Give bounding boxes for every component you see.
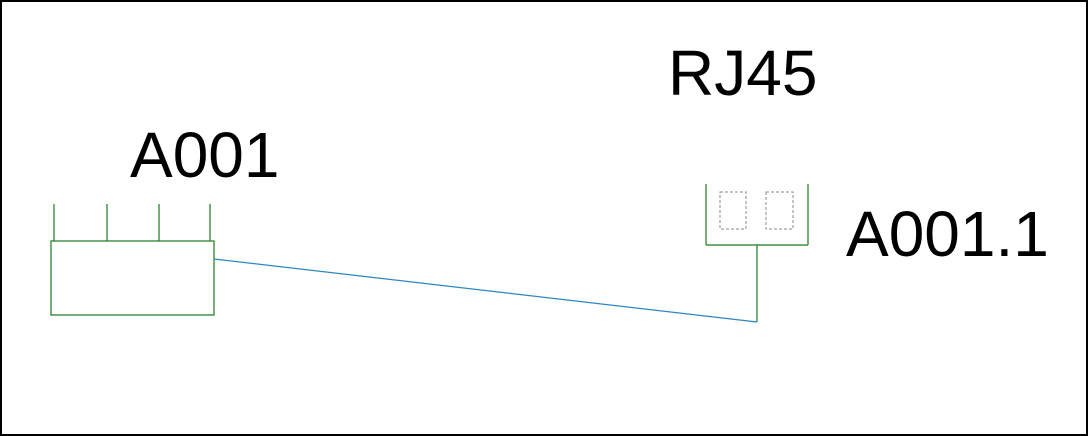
connector-port-1 — [719, 191, 747, 230]
device-a001-body[interactable] — [50, 240, 215, 316]
device-label: A001 — [130, 119, 279, 191]
connector-port-2 — [765, 191, 794, 230]
connector-label: A001.1 — [846, 198, 1049, 270]
device-a001-symbol[interactable] — [50, 204, 215, 316]
connection-wire[interactable] — [213, 258, 758, 323]
connector-type-label: RJ45 — [668, 37, 817, 109]
rj45-connector-symbol[interactable] — [705, 184, 809, 322]
